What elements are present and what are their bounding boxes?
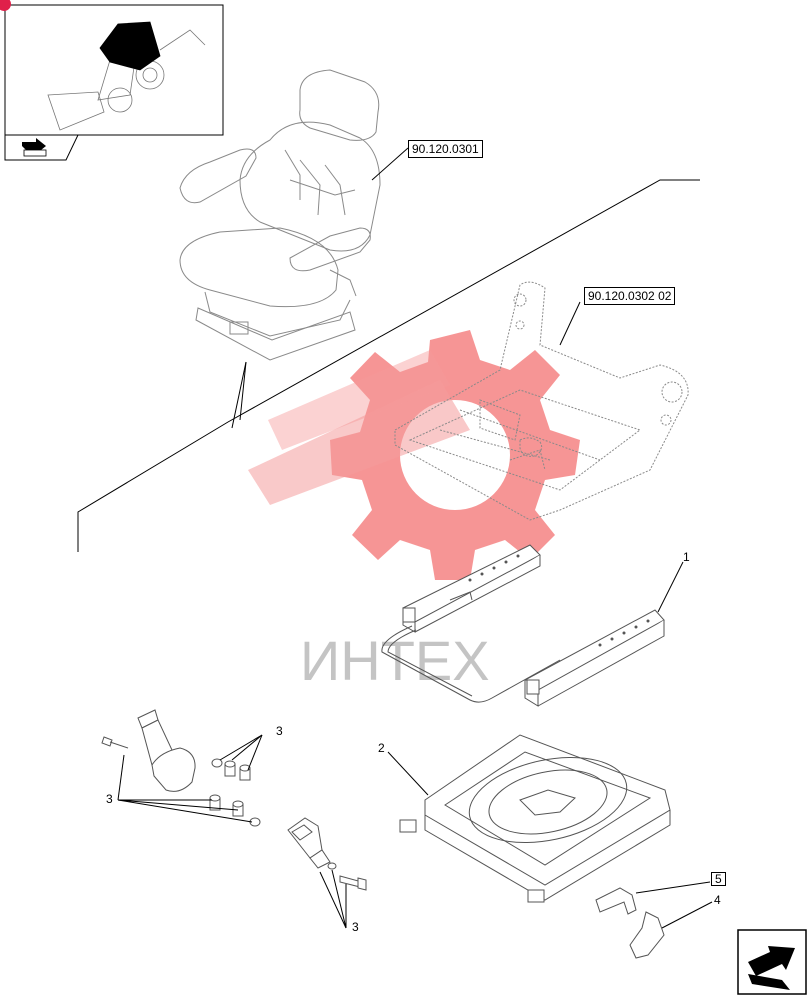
callout-lever-handle: 4	[714, 893, 721, 907]
seat-frame-drawing	[394, 281, 689, 521]
callout-swivel-plate: 2	[378, 741, 385, 755]
watermark-logo	[248, 330, 580, 580]
rail-holes	[468, 554, 650, 647]
callout-rail: 1	[683, 550, 690, 564]
seat-frame-leader	[559, 301, 581, 346]
backhoe-loader-thumbnail-icon	[47, 21, 206, 131]
seat-assembly-reference[interactable]: 90.120.0301	[408, 140, 483, 158]
rail-assembly-drawing	[381, 544, 665, 707]
divider-lines	[77, 179, 700, 552]
seat-frame-reference[interactable]: 90.120.0302 02	[584, 287, 676, 305]
callout-belt-hardware-a: 3	[276, 724, 283, 738]
swivel-plate-drawing	[399, 734, 671, 903]
callout-belt-hardware-b: 3	[106, 792, 113, 806]
watermark-text: ИНТЕХ	[300, 629, 490, 692]
belt-buckle-drawing	[287, 817, 367, 891]
lever-rod-drawing	[595, 887, 637, 915]
seat-belt-drawing	[101, 709, 196, 792]
corner-badge	[0, 0, 11, 11]
buckle-hardware-leaders	[319, 869, 347, 929]
callout-belt-hardware-c: 3	[352, 920, 359, 934]
seat-assembly-drawing	[179, 69, 381, 361]
next-page-arrow-icon[interactable]	[737, 929, 807, 995]
swivel-plate-leader	[387, 751, 429, 796]
lever-rod-leader	[635, 881, 711, 894]
previous-page-arrow-icon[interactable]	[22, 138, 47, 157]
rail-leader	[657, 561, 684, 613]
lever-handle-drawing	[629, 911, 665, 959]
callout-lever-rod: 5	[711, 872, 726, 886]
belt-hardware-leaders	[117, 734, 263, 823]
thumbnail-frame	[4, 4, 224, 161]
lever-handle-leader	[661, 901, 713, 929]
bushings	[209, 758, 261, 827]
seat-assembly-leader	[371, 147, 409, 181]
